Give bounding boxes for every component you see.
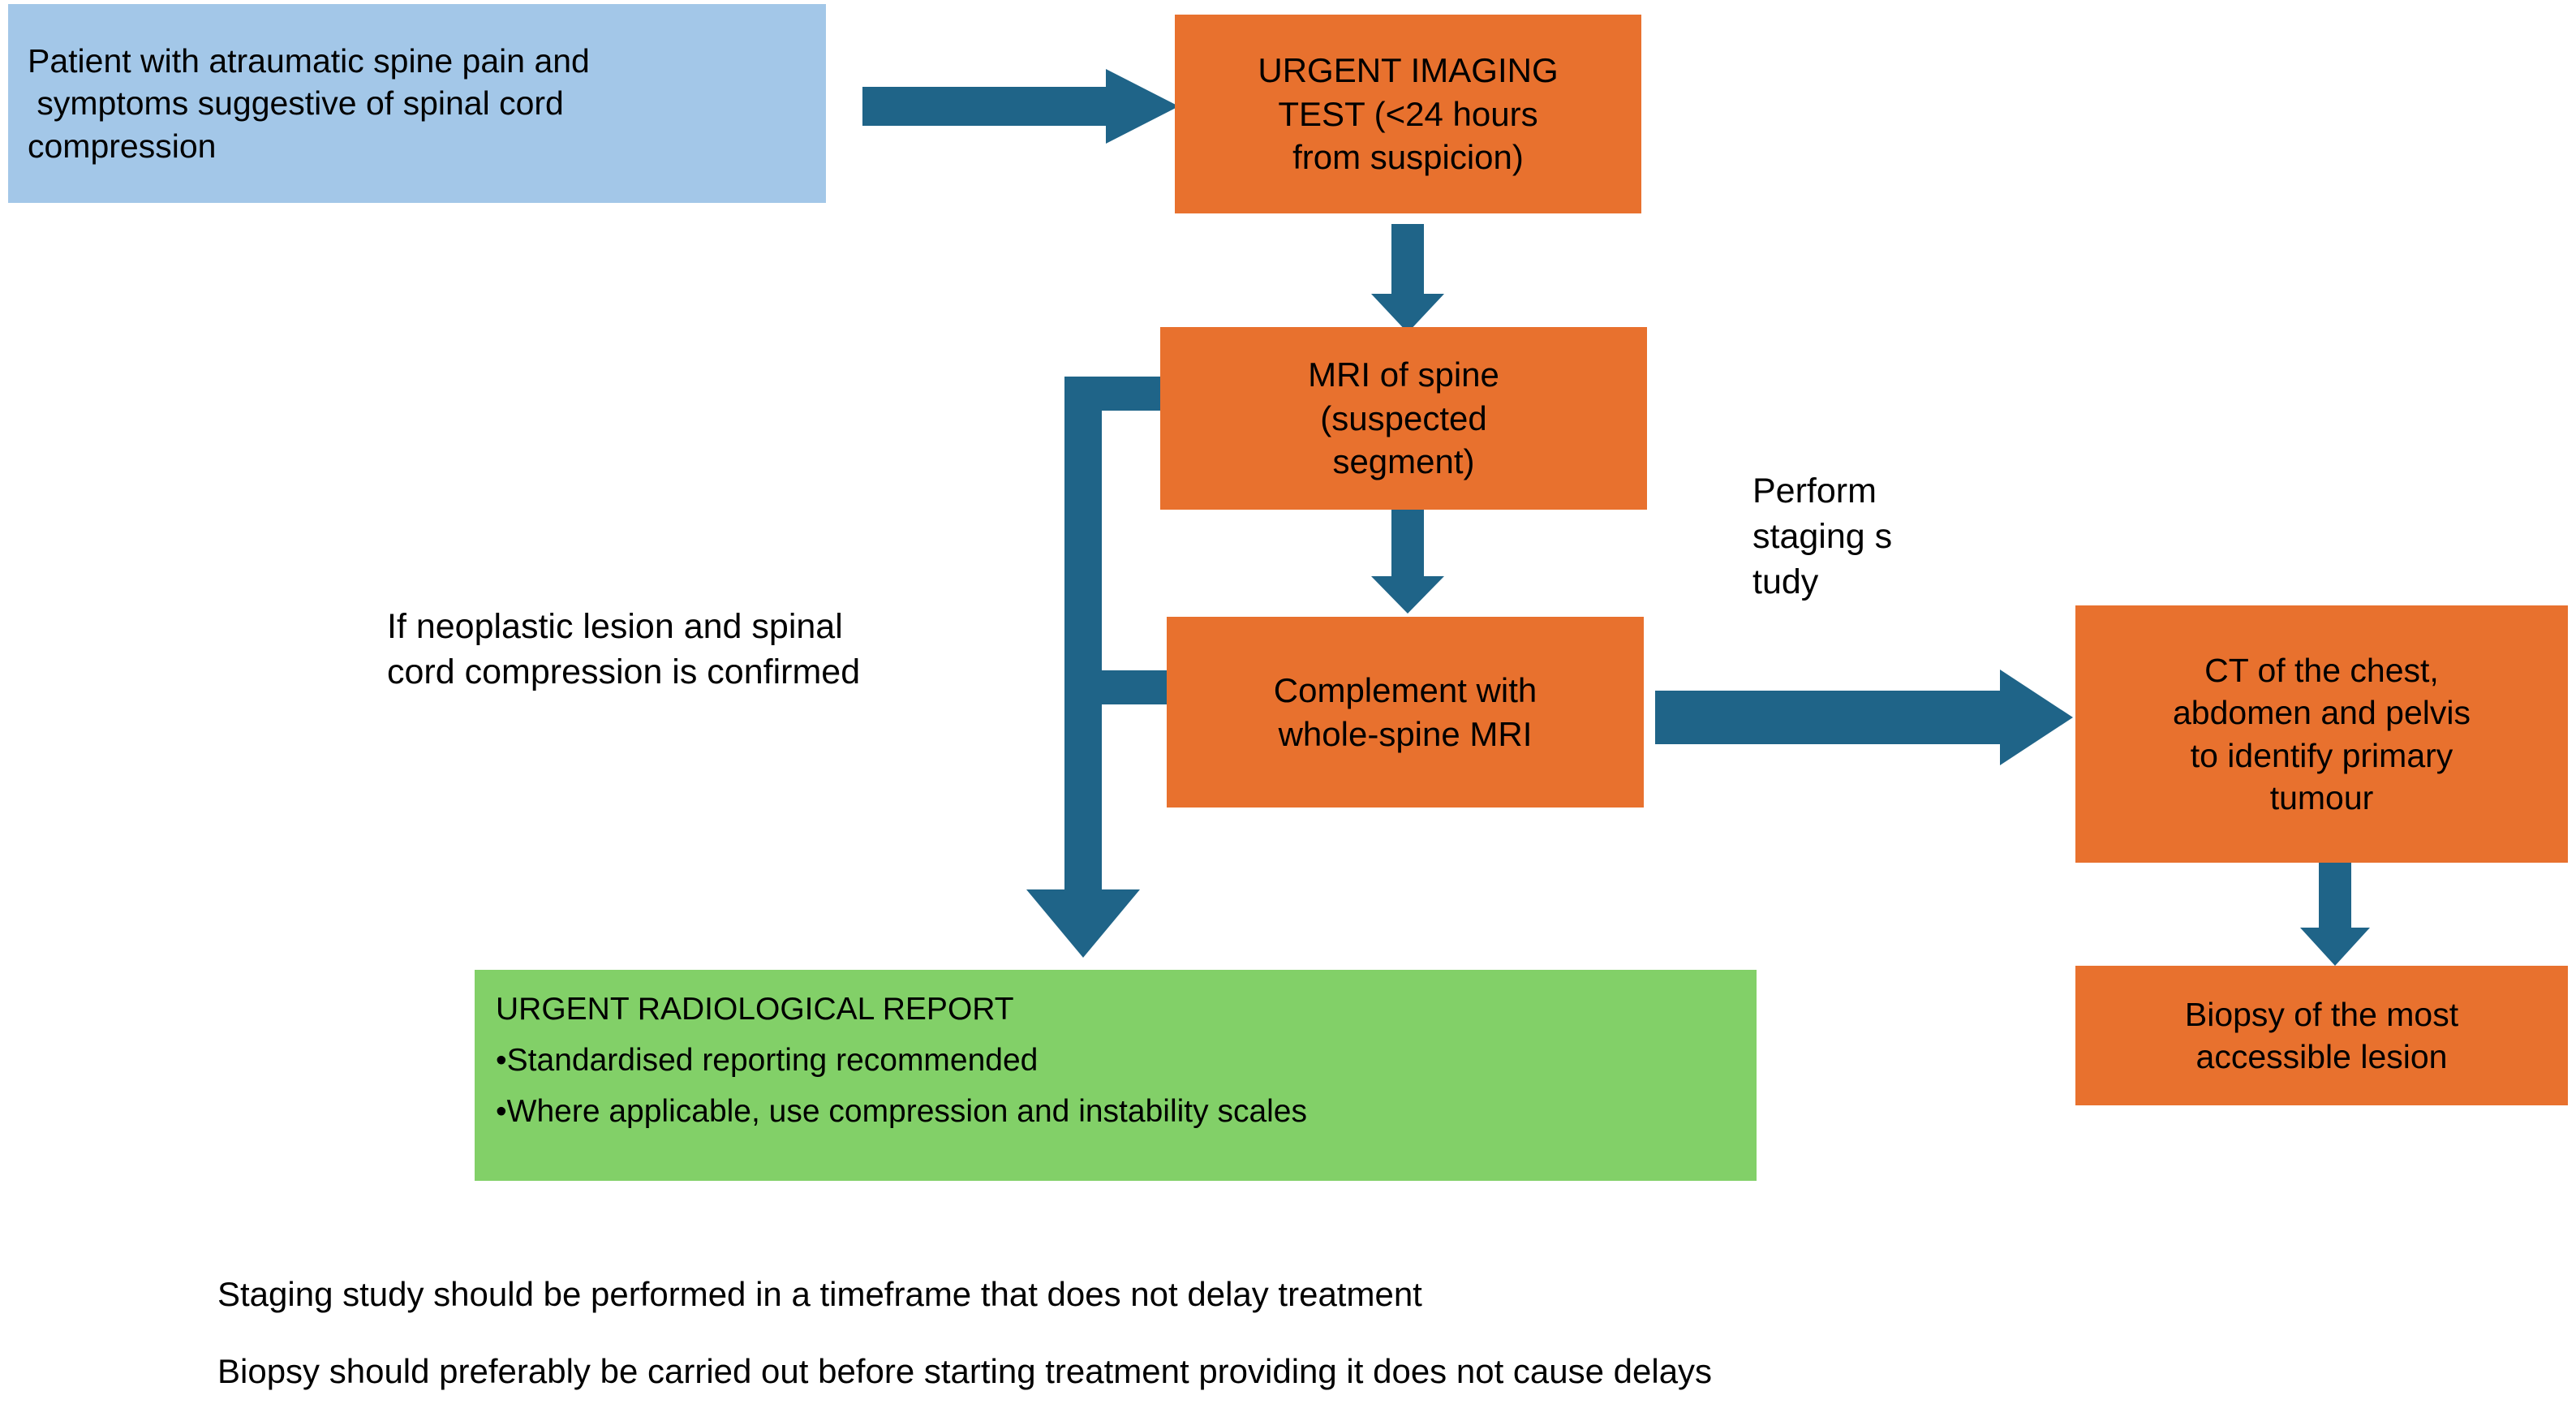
footnote-biopsy-timing: Biopsy should preferably be carried out … (217, 1352, 1713, 1390)
perform-staging-study-label: Perform staging s tudy (1752, 472, 1893, 601)
complement-line-1: Complement with (1273, 670, 1537, 709)
footnote-staging-study: Staging study should be performed in a t… (217, 1275, 1422, 1313)
biopsy-box: Biopsy of the most accessible lesion (2075, 966, 2568, 1105)
mri-line-1: MRI of spine (1308, 355, 1499, 394)
ct-chest-abdomen-pelvis-box: CT of the chest, abdomen and pelvis to i… (2075, 605, 2568, 863)
urgent-imaging-test-box: URGENT IMAGING TEST (<24 hours from susp… (1175, 15, 1641, 213)
urgent-imaging-to-mri-arrow (1371, 224, 1444, 333)
ct-to-biopsy-arrow (2300, 856, 2370, 966)
ct-line-1: CT of the chest, (2204, 651, 2439, 689)
report-bullet-2: •Where applicable, use compression and i… (496, 1093, 1307, 1129)
patient-to-urgent-imaging-arrow (862, 69, 1179, 144)
complement-line-2: whole-spine MRI (1278, 714, 1533, 753)
mri-to-complement-arrow (1371, 508, 1444, 614)
ct-line-2: abdomen and pelvis (2173, 694, 2471, 732)
ct-line-4: tumour (2269, 778, 2374, 816)
urgent-radiological-report-box: URGENT RADIOLOGICAL REPORT •Standardised… (475, 970, 1757, 1181)
complement-to-ct-arrow (1655, 670, 2073, 765)
report-bullet-1: •Standardised reporting recommended (496, 1042, 1039, 1078)
mri-of-spine-box: MRI of spine (suspected segment) (1160, 327, 1647, 510)
biopsy-line-2: accessible lesion (2195, 1038, 2448, 1075)
biopsy-line-1: Biopsy of the most (2184, 995, 2459, 1033)
report-title: URGENT RADIOLOGICAL REPORT (496, 992, 1014, 1027)
complement-whole-spine-mri-box: Complement with whole-spine MRI (1167, 617, 1644, 808)
neoplastic-condition-label: If neoplastic lesion and spinal cord com… (387, 607, 861, 691)
urgent-imaging-line-1: URGENT IMAGING (1258, 50, 1559, 89)
urgent-imaging-line-3: from suspicion) (1292, 138, 1524, 177)
mri-line-2: (suspected (1320, 398, 1487, 437)
patient-line-2: symptoms suggestive of spinal cord (28, 84, 564, 123)
mri-line-3: segment) (1332, 442, 1475, 481)
patient-line-3: compression (28, 127, 217, 165)
urgent-imaging-line-2: TEST (<24 hours (1278, 94, 1538, 133)
ct-line-3: to identify primary (2190, 736, 2453, 774)
patient-line-1: Patient with atraumatic spine pain and (28, 41, 590, 80)
patient-presentation-box: Patient with atraumatic spine pain and s… (8, 4, 826, 203)
